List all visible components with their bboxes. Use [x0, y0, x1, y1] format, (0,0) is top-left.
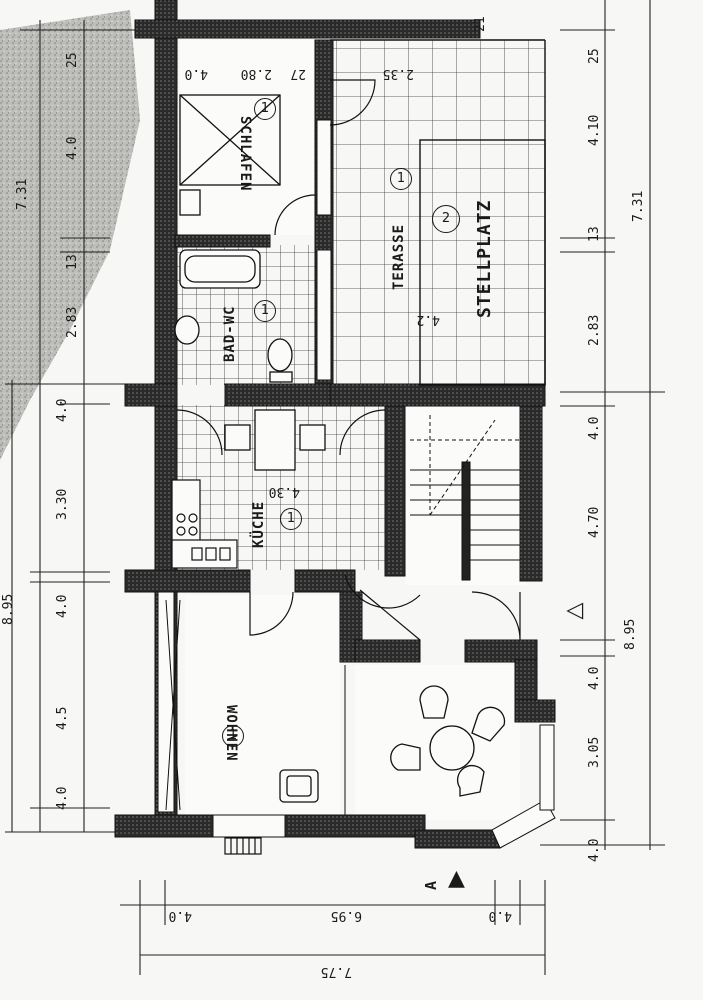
bottom-dim-seg-2: 6.95	[330, 908, 362, 923]
bottom-dim-seg-1: 4.0	[168, 908, 192, 923]
room-number-kueche: 1	[280, 508, 302, 530]
right-dim-total-top: 7.31	[631, 190, 646, 222]
staircase	[410, 415, 520, 581]
bottom-dim-total: 7.75	[320, 964, 352, 979]
right-dim-seg-9: 4.0	[587, 838, 602, 862]
inner-dim-1: 4.0	[184, 66, 208, 81]
inner-dim-2: 2.80	[240, 66, 272, 81]
inner-dim-terasse: 4.2	[416, 312, 440, 327]
right-dim-seg-7: 4.0	[587, 666, 602, 690]
left-dim-seg-9: 4.0	[55, 786, 70, 810]
right-dim-seg-2: 4.10	[587, 114, 602, 146]
stellplatz-area	[330, 39, 546, 386]
door-swings	[176, 79, 521, 641]
room-number-bad-wc: 1	[254, 300, 276, 322]
right-dim-seg-3: 13	[587, 226, 602, 242]
room-label-schlafen: SCHLAFEN	[237, 116, 253, 192]
dining-set	[279, 685, 506, 803]
room-number-stellplatz: 2	[432, 205, 460, 233]
room-label-terasse: TERASSE	[391, 223, 407, 290]
inner-dim-kueche: 4.30	[268, 484, 300, 499]
right-dim-seg-4: 2.83	[587, 314, 602, 346]
right-dim-seg-5: 4.0	[587, 416, 602, 440]
left-dim-seg-6: 3.30	[55, 488, 70, 520]
right-dim-seg-6: 4.70	[587, 506, 602, 538]
left-dimension-lines	[5, 20, 140, 833]
left-dim-seg-1: 25	[65, 52, 80, 68]
section-marker-bottom: ▲	[448, 866, 465, 891]
left-dim-total-top: 7.31	[15, 178, 30, 210]
left-dim-seg-7: 4.0	[55, 594, 70, 618]
room-label-kueche: KÜCHE	[251, 500, 267, 548]
right-dim-seg-8: 3.05	[587, 736, 602, 768]
kitchen-counter	[171, 479, 238, 569]
room-number-terasse: 1	[390, 168, 412, 190]
radiator	[224, 837, 262, 855]
wohnen-window-marks	[165, 599, 346, 815]
inner-dim-4: 2.35	[382, 66, 414, 81]
left-dim-seg-8: 4.5	[55, 706, 70, 730]
section-marker-right: △	[561, 602, 587, 620]
bottom-dim-seg-3: 4.0	[488, 908, 512, 923]
right-dimension-lines	[540, 0, 665, 850]
inner-dim-top-small: 21	[473, 16, 488, 32]
bathroom-fixtures	[174, 249, 326, 471]
room-number-wohnen: 1	[222, 725, 244, 747]
left-dim-overall: 8.95	[1, 593, 16, 625]
inner-dim-3: 27	[290, 66, 306, 81]
scan-shading	[0, 10, 140, 460]
left-dim-seg-2: 4.0	[65, 136, 80, 160]
room-label-bad-wc: BAD-WC	[222, 305, 238, 362]
left-dim-seg-5: 4.0	[55, 398, 70, 422]
section-marker-label: A	[422, 880, 440, 890]
bottom-dimension-lines	[120, 880, 546, 975]
right-dim-overall: 8.95	[623, 618, 638, 650]
room-label-stellplatz: STELLPLATZ	[474, 199, 495, 318]
left-dim-seg-3: 13	[65, 254, 80, 270]
room-number-schlafen: 1	[254, 98, 276, 120]
left-dim-seg-4: 2.83	[65, 306, 80, 338]
right-dim-seg-1: 25	[587, 48, 602, 64]
